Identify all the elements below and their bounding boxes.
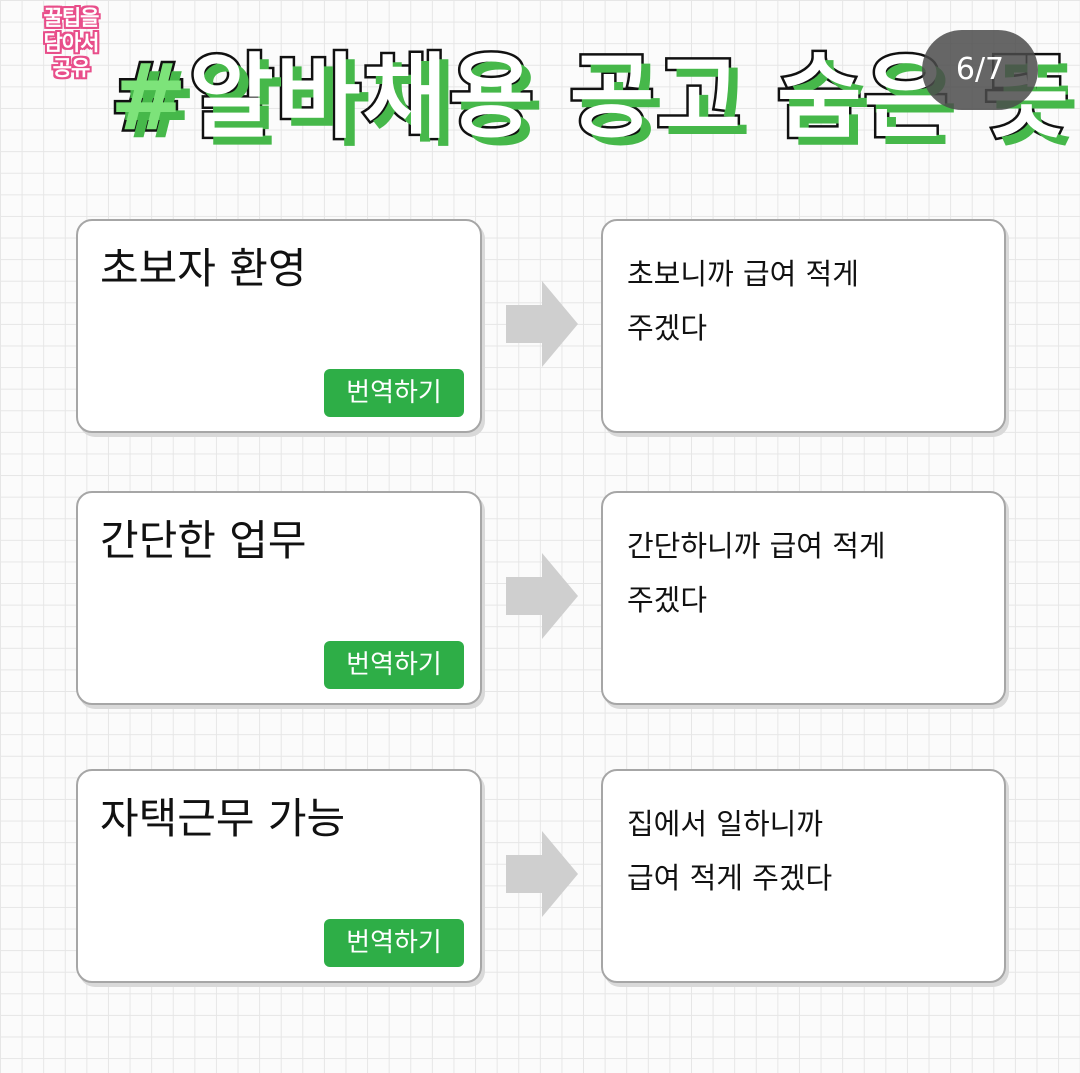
translate-button[interactable]: 번역하기: [324, 369, 464, 417]
arrow-right-icon: [506, 831, 578, 917]
arrow-right-icon: [506, 553, 578, 639]
arrow-right-icon: [506, 281, 578, 367]
phrase-text: 초보자 환영: [100, 244, 307, 293]
translate-button[interactable]: 번역하기: [324, 919, 464, 967]
meaning-line: 주겠다: [627, 583, 708, 617]
title-hash: #: [107, 42, 190, 154]
phrase-text: 자택근무 가능: [100, 794, 346, 843]
meaning-line: 집에서 일하니까: [627, 807, 823, 841]
meaning-text: 초보니까 급여 적게 주겠다: [627, 247, 987, 355]
meaning-text: 간단하니까 급여 적게 주겠다: [627, 519, 987, 627]
translate-button[interactable]: 번역하기: [324, 641, 464, 689]
meaning-line: 간단하니까 급여 적게: [627, 529, 886, 563]
meaning-card-2: 간단하니까 급여 적게 주겠다: [601, 491, 1006, 705]
brand-logo: 꿀팁을 담아서 공유: [28, 6, 114, 81]
phrase-card-3: 자택근무 가능 번역하기: [76, 769, 482, 983]
page-indicator-badge: 6/7: [922, 30, 1038, 110]
logo-line-2: 담아서: [43, 31, 100, 55]
meaning-card-3: 집에서 일하니까 급여 적게 주겠다: [601, 769, 1006, 983]
meaning-text: 집에서 일하니까 급여 적게 주겠다: [627, 797, 987, 905]
phrase-text: 간단한 업무: [100, 516, 307, 565]
meaning-line: 급여 적게 주겠다: [627, 861, 833, 895]
phrase-card-2: 간단한 업무 번역하기: [76, 491, 482, 705]
phrase-card-1: 초보자 환영 번역하기: [76, 219, 482, 433]
meaning-line: 초보니까 급여 적게: [627, 257, 859, 291]
meaning-card-1: 초보니까 급여 적게 주겠다: [601, 219, 1006, 433]
logo-line-3: 공유: [52, 56, 91, 80]
page-title: #알바채용 공고 숨은 뜻: [107, 28, 1071, 168]
meaning-line: 주겠다: [627, 311, 708, 345]
logo-line-1: 꿀팁을: [43, 6, 100, 30]
